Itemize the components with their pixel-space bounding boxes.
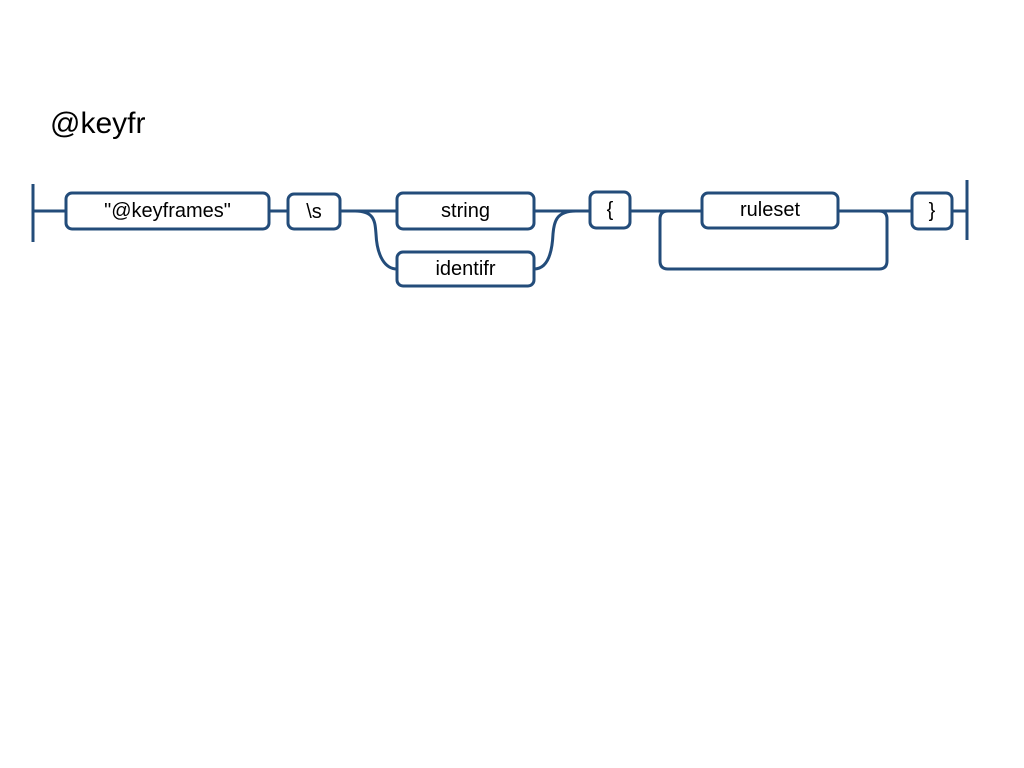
track-identifier-branch-in — [353, 209, 399, 271]
track-ruleset-loop — [658, 209, 889, 271]
node-string[interactable]: string — [395, 191, 536, 231]
node-ruleset[interactable]: ruleset — [700, 191, 840, 230]
node-identifier-label: identifr — [435, 258, 495, 280]
node-open-brace-label: { — [607, 199, 614, 221]
node-open-brace[interactable]: { — [588, 190, 632, 230]
node-whitespace-label: \s — [306, 201, 322, 223]
node-string-label: string — [441, 200, 490, 222]
node-close-brace-label: } — [929, 200, 936, 222]
node-close-brace[interactable]: } — [910, 191, 954, 231]
node-whitespace[interactable]: \s — [286, 192, 342, 231]
node-keyframes-literal-label: "@keyframes" — [104, 200, 231, 222]
diagram-title: @keyfr — [50, 107, 146, 140]
node-keyframes-literal[interactable]: "@keyframes" — [64, 191, 271, 231]
track-identifier-branch-out — [532, 209, 578, 271]
node-ruleset-label: ruleset — [740, 199, 800, 221]
node-identifier[interactable]: identifr — [395, 250, 536, 288]
